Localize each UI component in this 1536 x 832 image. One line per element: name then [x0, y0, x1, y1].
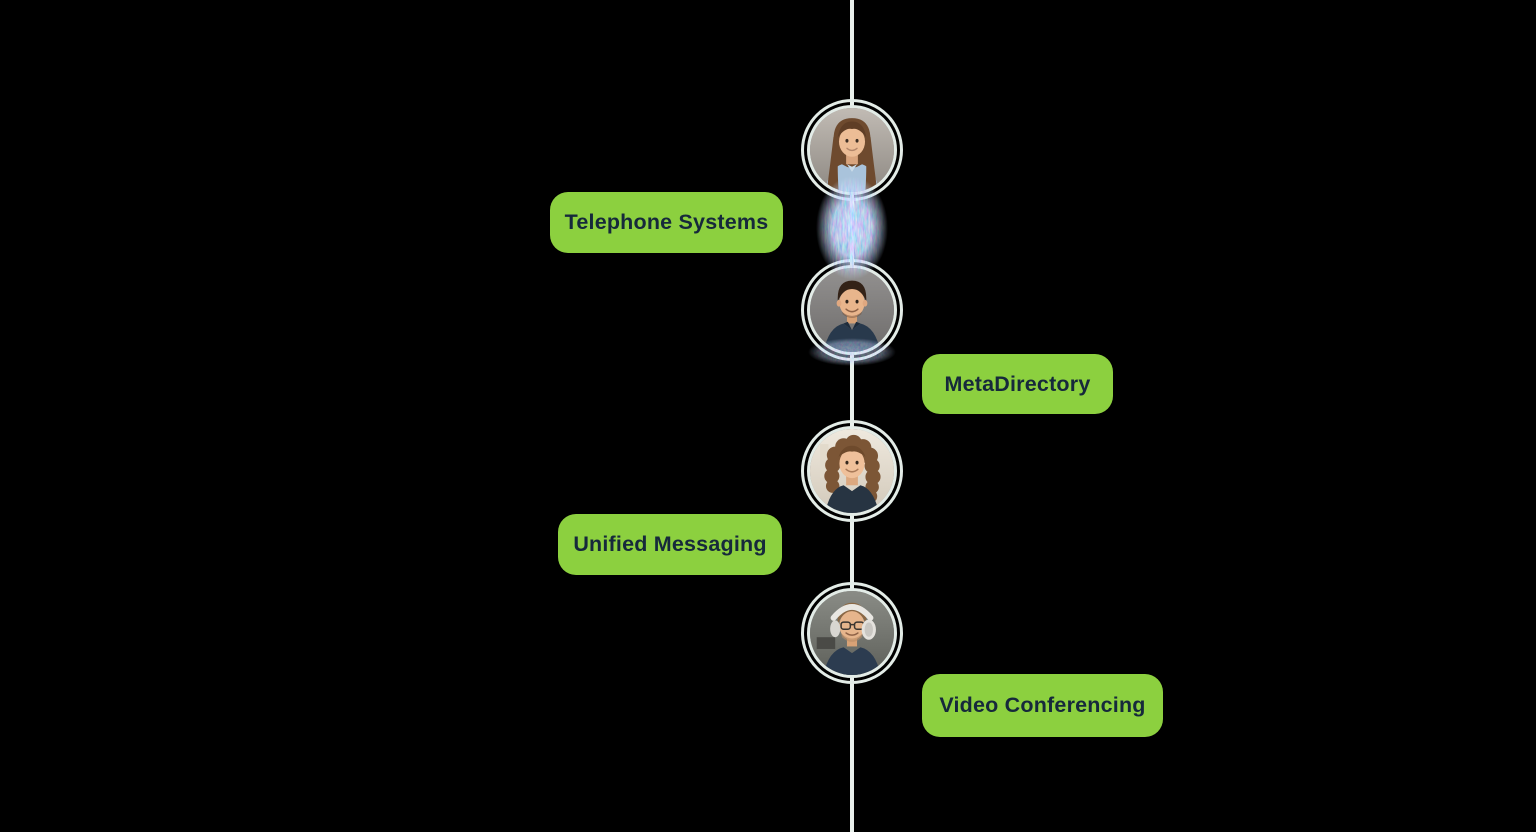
node-ring	[801, 582, 903, 684]
avatar-illustration	[810, 591, 894, 675]
avatar-illustration	[810, 268, 894, 352]
avatar-photo-woman-2	[807, 426, 897, 516]
label-text: MetaDirectory	[944, 371, 1091, 396]
avatar-illustration	[810, 108, 894, 192]
node-ring	[801, 420, 903, 522]
label-pill-unified-messaging: Unified Messaging	[558, 514, 782, 575]
label-pill-video-conferencing: Video Conferencing	[922, 674, 1163, 737]
label-text: Video Conferencing	[939, 693, 1146, 717]
avatar-photo-woman-1	[807, 105, 897, 195]
timeline-vertical-line	[850, 0, 854, 832]
label-text: Telephone Systems	[564, 210, 769, 234]
label-text: Unified Messaging	[573, 532, 767, 556]
avatar-illustration	[810, 429, 894, 513]
label-pill-telephone-systems: Telephone Systems	[550, 192, 783, 253]
avatar-photo-man-2-headphones	[807, 588, 897, 678]
label-pill-metadirectory: MetaDirectory	[922, 354, 1113, 414]
avatar-photo-man-1	[807, 265, 897, 355]
